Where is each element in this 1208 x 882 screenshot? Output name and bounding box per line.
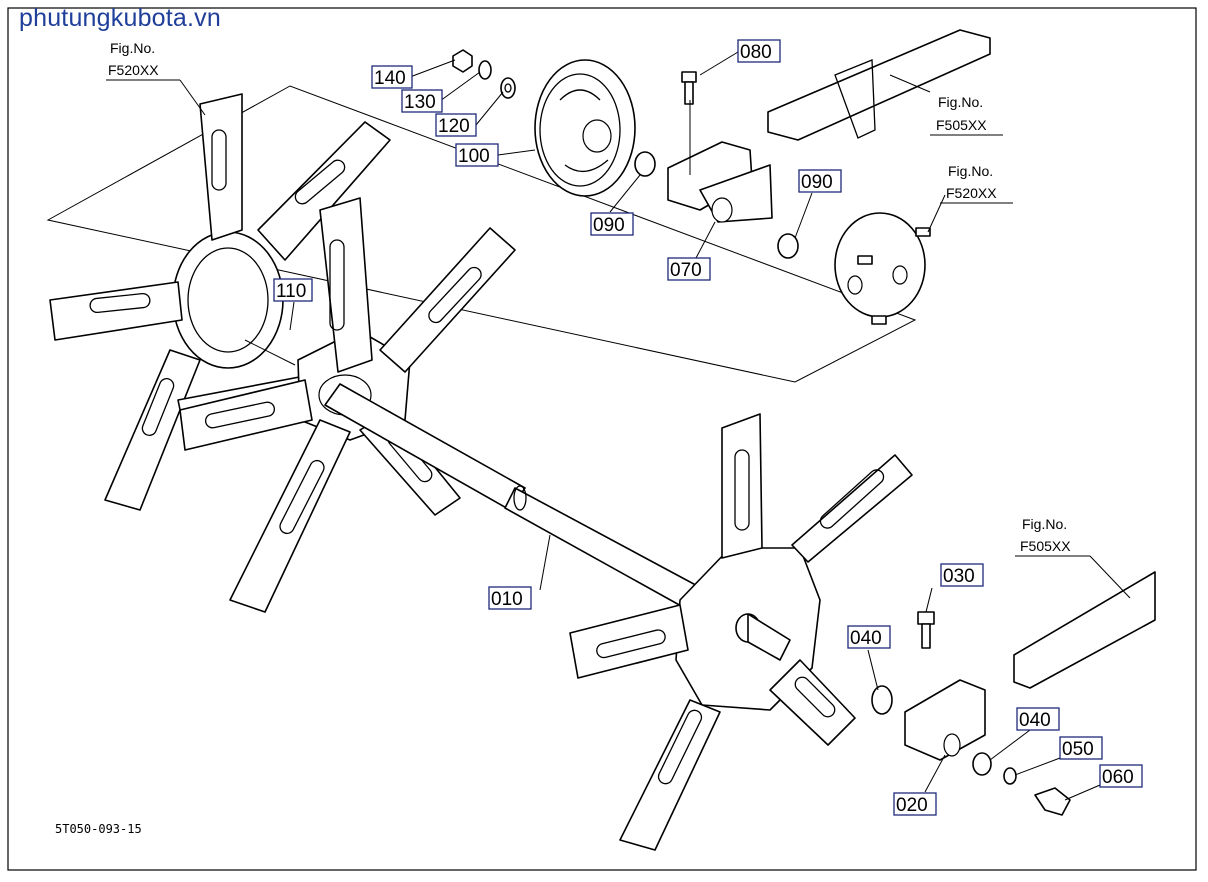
- fig-ref-middle-right: Fig.No. F520XX: [940, 163, 1013, 204]
- bearing-assembly-right: [871, 611, 1071, 816]
- main-shaft: [324, 383, 706, 613]
- callout-030: 030: [940, 563, 984, 587]
- callout-040-right: 040: [1016, 707, 1060, 731]
- callout-120-label: 120: [438, 116, 470, 137]
- fig-ref-3-label: Fig.No.: [948, 163, 993, 179]
- callout-110-label: 110: [276, 281, 306, 302]
- callout-060: 060: [1099, 764, 1143, 788]
- callout-010: 010: [488, 586, 532, 610]
- document-code: 5T050-093-15: [55, 822, 142, 836]
- callout-130: 130: [401, 89, 443, 113]
- callout-070: 070: [667, 257, 711, 281]
- fig-ref-4-label: Fig.No.: [1022, 516, 1067, 532]
- fig-ref-2-label: Fig.No.: [938, 94, 983, 110]
- callout-090-left: 090: [590, 212, 634, 236]
- frame-beam-top: [767, 29, 991, 141]
- callout-050: 050: [1059, 736, 1103, 760]
- fig-ref-4-code: F505XX: [1020, 538, 1071, 554]
- front-reel: [569, 413, 913, 851]
- fig-ref-top-right: Fig.No. F505XX: [930, 94, 1003, 136]
- callout-040-left-label: 040: [850, 628, 882, 649]
- callout-140: 140: [371, 65, 413, 89]
- callout-090-left-label: 090: [593, 215, 625, 236]
- callout-100: 100: [455, 143, 499, 167]
- callout-090-right-label: 090: [801, 172, 833, 193]
- callout-110: 110: [273, 278, 313, 302]
- callout-090-right: 090: [798, 169, 842, 193]
- page-border: [7, 7, 1197, 871]
- callout-070-label: 070: [670, 260, 702, 281]
- site-watermark: phutungkubota.vn: [19, 4, 221, 32]
- callout-030-label: 030: [943, 566, 975, 587]
- callout-010-label: 010: [491, 589, 523, 610]
- callout-080: 080: [737, 39, 781, 63]
- leader-lines: [179, 51, 1131, 801]
- fig-ref-1-label: Fig.No.: [110, 40, 155, 56]
- callout-040-right-label: 040: [1019, 710, 1051, 731]
- small-parts-top: [452, 49, 931, 325]
- callout-140-label: 140: [374, 68, 406, 89]
- callout-020-label: 020: [896, 795, 928, 816]
- fig-ref-top-left: Fig.No. F520XX: [106, 40, 180, 81]
- callout-080-label: 080: [740, 42, 772, 63]
- fig-ref-1-code: F520XX: [108, 62, 159, 78]
- fig-ref-3-code: F520XX: [946, 185, 997, 201]
- pulley-100: [534, 59, 636, 197]
- callout-100-label: 100: [458, 146, 490, 167]
- callout-040-left: 040: [847, 625, 891, 649]
- callout-020: 020: [893, 792, 937, 816]
- fig-ref-bottom-right: Fig.No. F505XX: [1015, 516, 1090, 557]
- callout-130-label: 130: [404, 92, 436, 113]
- callout-060-label: 060: [1102, 767, 1134, 788]
- frame-beam-bottom: [1013, 571, 1156, 689]
- callout-120: 120: [435, 113, 477, 137]
- callout-050-label: 050: [1062, 739, 1094, 760]
- fig-ref-2-code: F505XX: [936, 117, 987, 133]
